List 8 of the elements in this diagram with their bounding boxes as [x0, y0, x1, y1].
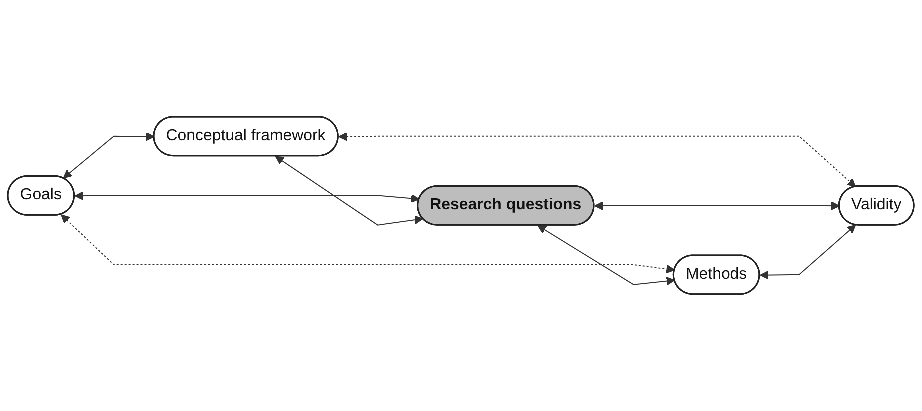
arrow — [61, 214, 676, 274]
arrow — [538, 225, 676, 286]
arrow — [760, 224, 856, 280]
arrow — [63, 132, 155, 178]
arrow — [594, 202, 840, 210]
arrow — [275, 156, 424, 226]
arrow — [338, 132, 856, 188]
arrow — [74, 192, 420, 203]
